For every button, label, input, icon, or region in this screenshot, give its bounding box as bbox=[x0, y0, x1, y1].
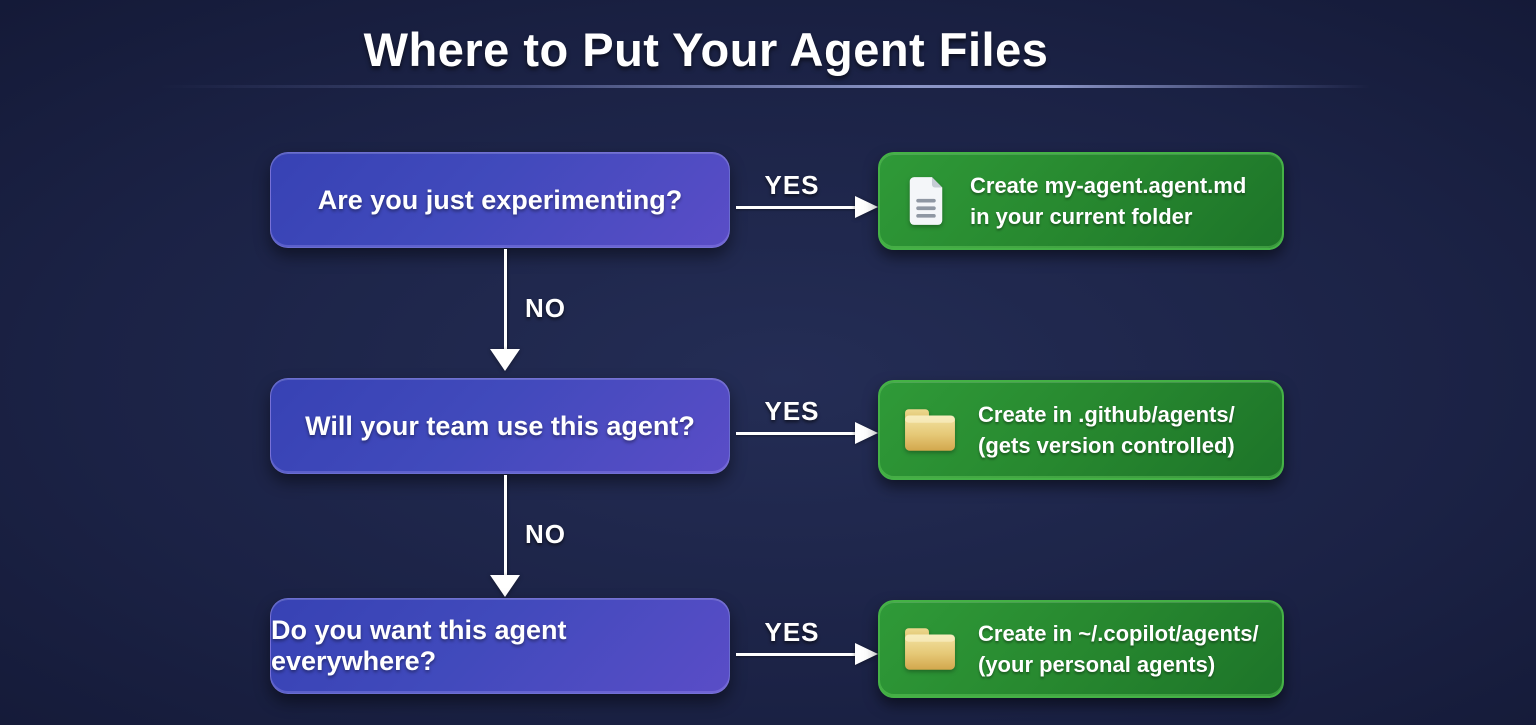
result-line1: Create in ~/.copilot/agents/ bbox=[978, 621, 1259, 646]
arrow-right-icon bbox=[855, 196, 878, 218]
result-node-current-folder: Create my-agent.agent.md in your current… bbox=[878, 152, 1284, 250]
folder-icon bbox=[904, 408, 956, 452]
no-arrow-1: NO bbox=[489, 249, 609, 371]
result-node-copilot-agents: Create in ~/.copilot/agents/ (your perso… bbox=[878, 600, 1284, 698]
no-label: NO bbox=[525, 519, 566, 549]
arrow-line bbox=[736, 653, 856, 656]
yes-label: YES bbox=[764, 170, 820, 200]
title-divider bbox=[160, 85, 1370, 88]
document-icon bbox=[904, 175, 948, 227]
decision-node-experimenting: Are you just experimenting? bbox=[270, 152, 730, 248]
yes-arrow-3: YES bbox=[734, 617, 878, 667]
arrow-line bbox=[736, 432, 856, 435]
result-line2: in your current folder bbox=[970, 204, 1193, 229]
result-line2: (gets version controlled) bbox=[978, 433, 1235, 458]
yes-label: YES bbox=[764, 396, 820, 426]
decision-node-agent-everywhere: Do you want this agent everywhere? bbox=[270, 598, 730, 694]
result-line1: Create my-agent.agent.md bbox=[970, 173, 1247, 198]
arrow-right-icon bbox=[855, 422, 878, 444]
arrow-down-icon bbox=[490, 349, 520, 371]
decision-label: Will your team use this agent? bbox=[305, 410, 695, 441]
folder-icon bbox=[904, 627, 956, 671]
no-arrow-2: NO bbox=[489, 475, 609, 597]
page-title: Where to Put Your Agent Files bbox=[363, 23, 1049, 76]
decision-node-team-use: Will your team use this agent? bbox=[270, 378, 730, 474]
yes-arrow-1: YES bbox=[734, 170, 878, 220]
decision-label: Do you want this agent everywhere? bbox=[271, 615, 567, 676]
yes-arrow-2: YES bbox=[734, 396, 878, 446]
yes-label: YES bbox=[764, 617, 820, 647]
no-label: NO bbox=[525, 293, 566, 323]
result-line1: Create in .github/agents/ bbox=[978, 402, 1235, 427]
arrow-line bbox=[736, 206, 856, 209]
result-line2: (your personal agents) bbox=[978, 652, 1216, 677]
result-node-github-agents: Create in .github/agents/ (gets version … bbox=[878, 380, 1284, 480]
arrow-line bbox=[504, 249, 507, 349]
decision-label: Are you just experimenting? bbox=[317, 184, 683, 215]
arrow-line bbox=[504, 475, 507, 575]
arrow-down-icon bbox=[490, 575, 520, 597]
arrow-right-icon bbox=[855, 643, 878, 665]
